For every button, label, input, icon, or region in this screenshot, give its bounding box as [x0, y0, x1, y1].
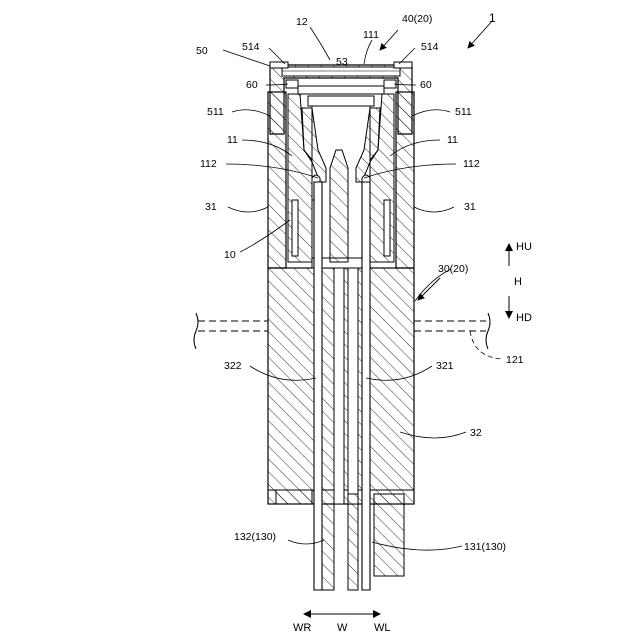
panel-leader — [470, 331, 502, 359]
label-31-left: 31 — [205, 201, 217, 213]
label-12: 12 — [296, 16, 308, 28]
cap-rim-left — [270, 62, 288, 68]
housing-pocket — [276, 490, 312, 504]
label-hd: HD — [516, 312, 532, 324]
label-60-left: 60 — [246, 79, 258, 91]
pin-right-block — [374, 494, 404, 576]
cover-leader-arrow — [380, 30, 398, 50]
label-50: 50 — [196, 45, 208, 57]
label-wl: WL — [374, 622, 391, 634]
label-511-left: 511 — [207, 106, 224, 118]
label-30-20: 30(20) — [438, 263, 468, 275]
label-511-right: 511 — [455, 106, 472, 118]
label-53: 53 — [336, 56, 348, 68]
pin-center — [348, 494, 358, 590]
label-132-130: 132(130) — [234, 531, 276, 543]
center-core — [330, 150, 348, 262]
label-514-right: 514 — [421, 41, 439, 53]
label-514-left: 514 — [242, 41, 260, 53]
label-321: 321 — [436, 360, 454, 372]
label-60-right: 60 — [420, 79, 432, 91]
label-w: W — [337, 622, 348, 634]
pin-left — [322, 504, 334, 590]
terminal-right — [362, 182, 370, 590]
label-10: 10 — [224, 249, 236, 261]
label-131-130: 131(130) — [464, 541, 506, 553]
housing-leader-arrow — [418, 278, 440, 300]
label-112-right: 112 — [463, 158, 480, 170]
label-112-left: 112 — [200, 158, 217, 170]
label-11-right: 11 — [447, 134, 458, 146]
label-h: H — [514, 276, 522, 288]
label-111: 111 — [363, 29, 379, 41]
terminal-left — [314, 182, 322, 590]
label-322: 322 — [224, 360, 242, 372]
label-121: 121 — [506, 354, 524, 366]
cap-rim-right — [394, 62, 412, 68]
label-hu: HU — [516, 241, 532, 253]
label-wr: WR — [293, 622, 311, 634]
label-31-right: 31 — [464, 201, 476, 213]
label-11-left: 11 — [227, 134, 238, 146]
label-32: 32 — [470, 427, 482, 439]
figure-number-label: 1 — [489, 11, 496, 25]
label-40-20: 40(20) — [402, 13, 432, 25]
